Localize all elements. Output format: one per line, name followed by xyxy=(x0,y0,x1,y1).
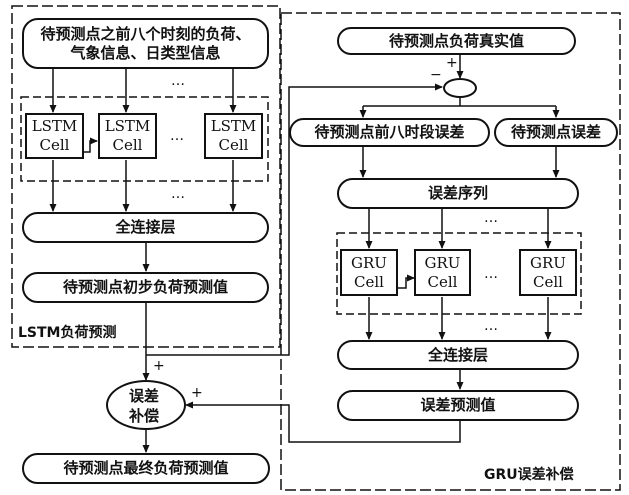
compensation-plus-right: + xyxy=(191,385,203,401)
lstm-fc-layer-label: 全连接层 xyxy=(115,218,176,236)
lstm-cell-2: LSTM Cell xyxy=(98,113,157,159)
compensation-plus-top: + xyxy=(153,358,165,374)
prev-errors-node: 待预测点前八时段误差 xyxy=(289,118,490,147)
gru-seq-ellipsis: … xyxy=(484,210,499,226)
prev-errors-label: 待预测点前八时段误差 xyxy=(314,123,465,141)
initial-forecast-node: 待预测点初步负荷预测值 xyxy=(22,272,269,303)
final-forecast-label: 待预测点最终负荷预测值 xyxy=(63,459,229,477)
point-error-node: 待预测点误差 xyxy=(494,118,618,147)
compensation-line1: 误差 xyxy=(129,387,160,405)
initial-forecast-label: 待预测点初步负荷预测值 xyxy=(62,278,228,296)
gru-cell-3-line2: Cell xyxy=(533,272,563,291)
gru-fc-layer-label: 全连接层 xyxy=(427,345,488,364)
lstm-cell-3-line1: LSTM xyxy=(210,117,257,135)
gru-cell-group-border xyxy=(336,232,582,315)
gru-fc-layer: 全连接层 xyxy=(337,340,579,370)
lstm-cell-1-line2: Cell xyxy=(39,136,70,154)
lstm-cell-3: LSTM Cell xyxy=(204,113,263,159)
lstm-cell-3-line2: Cell xyxy=(218,136,249,154)
lstm-cells-ellipsis: … xyxy=(170,128,185,144)
lstm-fc-ellipsis: … xyxy=(171,186,186,202)
subtract-plus: + xyxy=(446,55,458,71)
lstm-cell-2-line2: Cell xyxy=(112,136,143,154)
subtract-minus: − xyxy=(430,67,442,83)
gru-cell-3: GRU Cell xyxy=(519,249,577,296)
lstm-input-node: 待预测点之前八个时刻的负荷、气象信息、日类型信息 xyxy=(22,18,269,69)
actual-value-node: 待预测点负荷真实值 xyxy=(337,27,576,55)
lstm-input-label: 待预测点之前八个时刻的负荷、气象信息、日类型信息 xyxy=(40,24,251,62)
subtract-node xyxy=(443,78,477,98)
compensation-line2: 补偿 xyxy=(129,407,160,425)
lstm-cell-1: LSTM Cell xyxy=(25,113,84,159)
lstm-cell-group-border xyxy=(20,96,269,182)
lstm-cell-2-line1: LSTM xyxy=(104,117,151,135)
gru-cell-2-line2: Cell xyxy=(427,272,458,291)
error-forecast-label: 误差预测值 xyxy=(420,396,496,414)
gru-cell-3-line1: GRU xyxy=(530,253,566,272)
gru-cell-2: GRU Cell xyxy=(414,249,471,296)
gru-fc-ellipsis: … xyxy=(484,318,499,334)
gru-cell-2-line1: GRU xyxy=(424,253,461,272)
compensation-node xyxy=(106,380,186,430)
final-forecast-node: 待预测点最终负荷预测值 xyxy=(22,453,270,484)
gru-region-border xyxy=(280,12,621,491)
error-sequence-node: 误差序列 xyxy=(337,178,579,209)
lstm-region-label: LSTM负荷预测 xyxy=(18,325,117,341)
lstm-input-ellipsis: … xyxy=(171,73,186,89)
gru-cell-1: GRU Cell xyxy=(340,249,398,296)
gru-cells-ellipsis: … xyxy=(484,266,499,282)
lstm-fc-layer: 全连接层 xyxy=(22,212,269,243)
error-sequence-label: 误差序列 xyxy=(427,184,488,202)
error-forecast-node: 误差预测值 xyxy=(337,390,579,421)
actual-value-label: 待预测点负荷真实值 xyxy=(388,31,524,50)
gru-region-label: GRU误差补偿 xyxy=(484,467,574,483)
gru-cell-1-line2: Cell xyxy=(354,272,384,291)
gru-cell-1-line1: GRU xyxy=(351,253,387,272)
lstm-cell-1-line1: LSTM xyxy=(31,117,78,135)
point-error-label: 待预测点误差 xyxy=(510,123,601,141)
